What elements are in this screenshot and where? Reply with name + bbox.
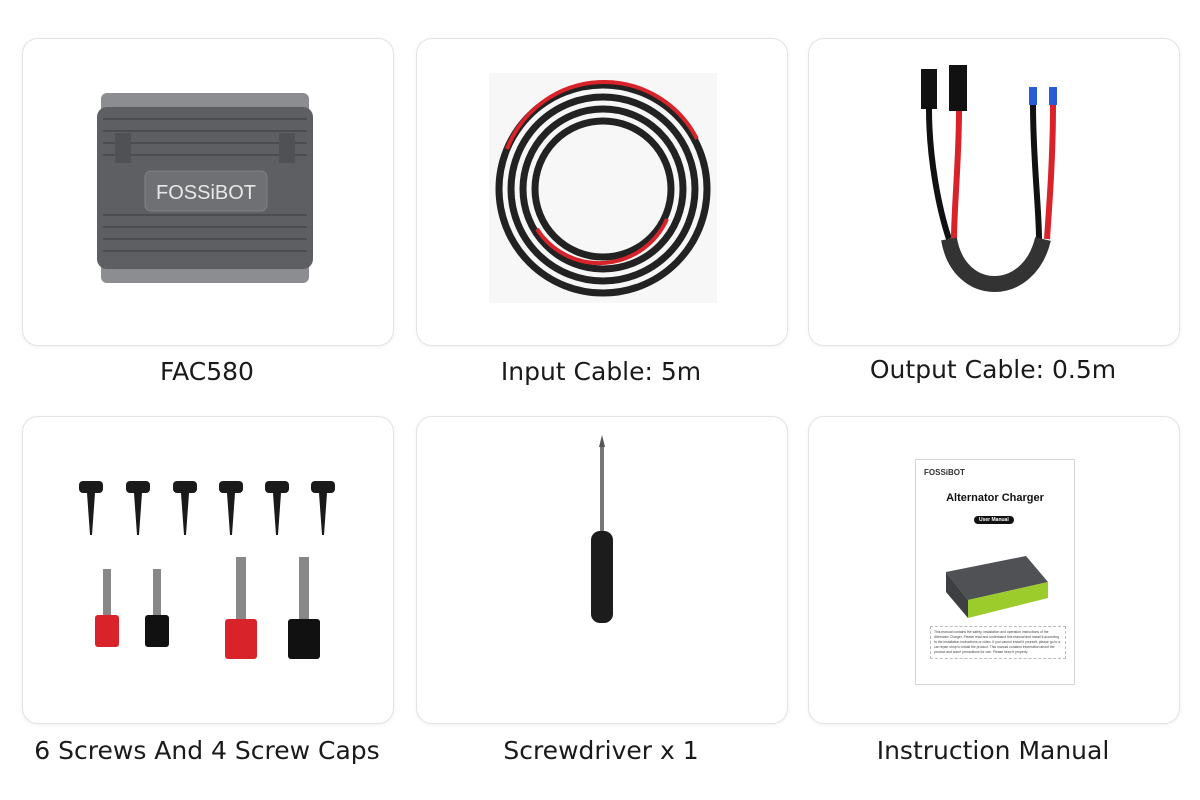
caption-input-cable: Input Cable: 5m <box>500 357 702 386</box>
manual-device-picture <box>946 556 1048 618</box>
product-card-screwdriver <box>416 416 788 724</box>
product-card-fac580: FOSSiBOT <box>22 38 394 346</box>
instruction-manual-image: FOSSiBOT Alternator Charger User Manual … <box>915 459 1075 685</box>
manual-title: Alternator Charger <box>946 492 1044 504</box>
caption-screwdriver: Screwdriver x 1 <box>503 736 699 765</box>
input-cable-image <box>489 73 717 303</box>
caption-manual: Instruction Manual <box>876 736 1110 765</box>
product-card-input-cable <box>416 38 788 346</box>
output-cable-image <box>921 65 1057 292</box>
manual-logo: FOSSiBOT <box>924 468 965 477</box>
caption-screws: 6 Screws And 4 Screw Caps <box>34 736 380 765</box>
caption-fac580: FAC580 <box>160 357 254 386</box>
manual-badge: User Manual <box>974 516 1014 524</box>
screwdriver-image <box>591 435 613 623</box>
product-card-manual: FOSSiBOT Alternator Charger User Manual … <box>808 416 1180 724</box>
manual-text: This manual contains the safety, install… <box>930 626 1066 659</box>
product-card-output-cable <box>808 38 1180 346</box>
fac580-device-image: FOSSiBOT <box>97 93 313 283</box>
screws-image <box>79 481 335 659</box>
product-card-screws <box>22 416 394 724</box>
caption-output-cable: Output Cable: 0.5m <box>869 355 1117 384</box>
brand-logo: FOSSiBOT <box>156 182 256 204</box>
